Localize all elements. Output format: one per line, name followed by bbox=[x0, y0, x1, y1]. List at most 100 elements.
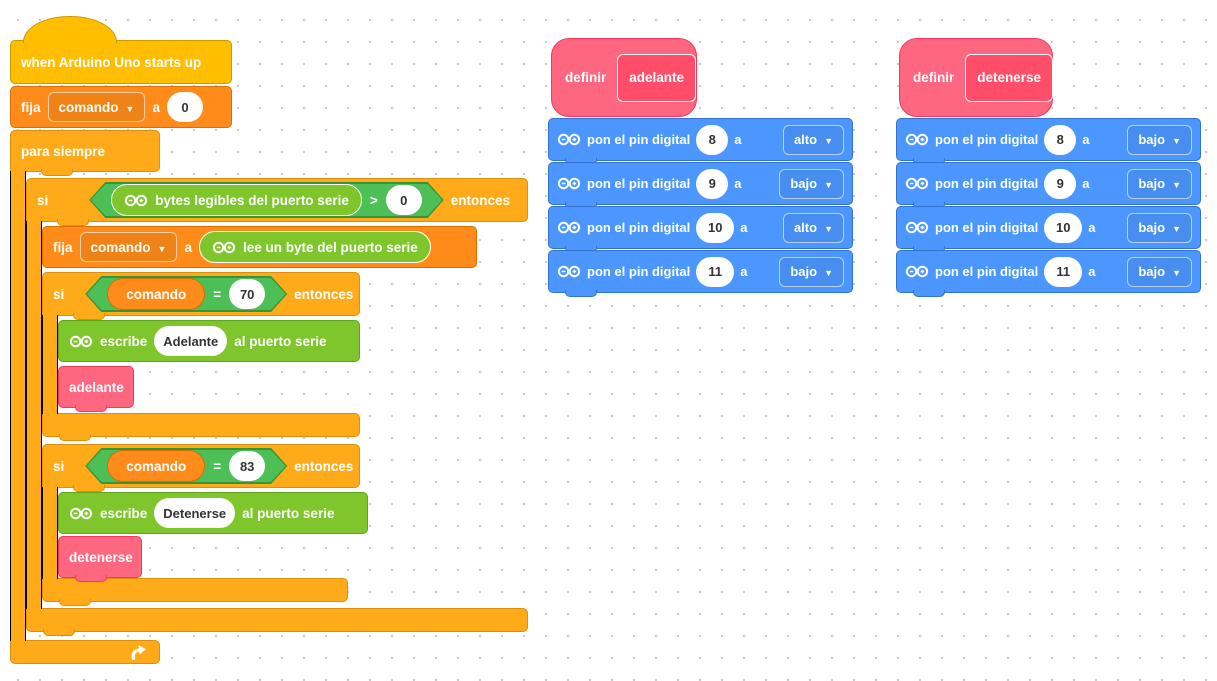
pin-number-field[interactable]: 9 bbox=[696, 168, 729, 199]
pin-state: bajo bbox=[1138, 176, 1166, 191]
pin-number-field[interactable]: 11 bbox=[1044, 256, 1083, 287]
arduino-icon bbox=[905, 221, 929, 234]
define-detenerse-hat[interactable]: definir detenerse bbox=[899, 38, 1054, 117]
set-variable-block-read[interactable]: fija comando a lee un byte del puerto se… bbox=[42, 226, 477, 268]
hat-when-arduino-starts-block[interactable]: when Arduino Uno starts up bbox=[10, 16, 232, 84]
set-digital-pin-block[interactable]: pon el pin digital 9 a bajo bbox=[896, 162, 1201, 209]
call-adelante-block[interactable]: adelante bbox=[58, 366, 134, 412]
if-block-serial-header[interactable]: si bytes legibles del puerto serie > 0 e… bbox=[26, 178, 528, 226]
if-block-serial-spine[interactable] bbox=[26, 221, 42, 609]
pin-number-field[interactable]: 11 bbox=[696, 256, 735, 287]
comparison-value-field[interactable]: 70 bbox=[229, 279, 265, 309]
write-suffix-label: al puerto serie bbox=[242, 505, 335, 521]
pin-state-dropdown[interactable]: bajo bbox=[1127, 124, 1192, 155]
block-bottom-tab bbox=[565, 290, 597, 297]
pin-number-field[interactable]: 9 bbox=[1044, 168, 1077, 199]
set-digital-pin-block[interactable]: pon el pin digital 11 a bajo bbox=[548, 250, 853, 297]
serial-write-stop-block[interactable]: escribe Detenerse al puerto serie bbox=[58, 492, 368, 534]
then-label: entonces bbox=[294, 458, 354, 474]
comparison-value-field[interactable]: 0 bbox=[386, 185, 422, 215]
pin-label: pon el pin digital bbox=[935, 264, 1039, 279]
pin-state-dropdown[interactable]: bajo bbox=[1127, 212, 1192, 243]
operator-symbol: = bbox=[213, 286, 222, 302]
dropdown-caret-icon bbox=[158, 240, 167, 255]
dropdown-caret-icon bbox=[1172, 264, 1181, 279]
set-digital-pin-block[interactable]: pon el pin digital 10 a alto bbox=[548, 206, 853, 253]
to-label: a bbox=[184, 239, 192, 255]
write-text-field[interactable]: Detenerse bbox=[154, 498, 236, 528]
to-label: a bbox=[1088, 264, 1096, 279]
pin-number-field[interactable]: 10 bbox=[696, 212, 735, 243]
prototype-detenerse-block[interactable]: detenerse bbox=[965, 53, 1054, 102]
if-bottom-tab bbox=[59, 599, 91, 606]
arduino-icon bbox=[557, 265, 581, 278]
reporter-label: lee un byte del puerto serie bbox=[242, 239, 418, 255]
prototype-adelante-block[interactable]: adelante bbox=[617, 53, 697, 102]
pin-label: pon el pin digital bbox=[587, 220, 691, 235]
write-text-field[interactable]: Adelante bbox=[154, 326, 228, 356]
arduino-icon bbox=[124, 194, 148, 207]
pin-state: bajo bbox=[790, 176, 818, 191]
to-label: a bbox=[740, 220, 748, 235]
pin-state-dropdown[interactable]: bajo bbox=[779, 168, 844, 199]
pin-state-dropdown[interactable]: alto bbox=[782, 212, 844, 243]
read-serial-byte-reporter[interactable]: lee un byte del puerto serie bbox=[198, 231, 431, 263]
value-field[interactable]: 0 bbox=[166, 92, 203, 122]
set-digital-pin-block[interactable]: pon el pin digital 11 a bajo bbox=[896, 250, 1201, 297]
pin-number-field[interactable]: 8 bbox=[1044, 124, 1077, 155]
pin-state-dropdown[interactable]: bajo bbox=[1127, 256, 1192, 287]
pin-state-dropdown[interactable]: bajo bbox=[1127, 168, 1192, 199]
variable-dropdown[interactable]: comando bbox=[79, 232, 178, 262]
if-block-serial-bottom[interactable] bbox=[26, 608, 528, 636]
dropdown-caret-icon bbox=[126, 100, 135, 115]
set-digital-pin-block[interactable]: pon el pin digital 8 a alto bbox=[548, 118, 853, 165]
greater-than-boolean[interactable]: bytes legibles del puerto serie > 0 bbox=[89, 182, 443, 218]
arduino-icon bbox=[557, 133, 581, 146]
forever-block-header[interactable]: para siempre bbox=[10, 130, 160, 176]
pin-number-field[interactable]: 10 bbox=[1044, 212, 1083, 243]
set-digital-pin-block[interactable]: pon el pin digital 8 a bajo bbox=[896, 118, 1201, 165]
equals-boolean[interactable]: comando = 70 bbox=[85, 276, 287, 312]
variable-dropdown[interactable]: comando bbox=[47, 92, 146, 122]
forever-label: para siempre bbox=[21, 143, 106, 159]
block-bottom-tab bbox=[913, 290, 945, 297]
forever-inner-tab bbox=[41, 169, 73, 176]
forever-block-bottom[interactable] bbox=[10, 640, 160, 664]
comparison-value-field[interactable]: 83 bbox=[229, 451, 265, 481]
pin-state: bajo bbox=[1138, 220, 1166, 235]
if-block-forward-bottom[interactable] bbox=[42, 413, 360, 441]
to-label: a bbox=[740, 264, 748, 279]
if-inner-tab bbox=[57, 219, 89, 226]
define-adelante-hat[interactable]: definir adelante bbox=[551, 38, 697, 117]
set-variable-block-init[interactable]: fija comando a 0 bbox=[10, 86, 232, 128]
call-detenerse-block[interactable]: detenerse bbox=[58, 536, 142, 582]
variable-reporter-comando[interactable]: comando bbox=[107, 278, 205, 310]
pin-label: pon el pin digital bbox=[935, 176, 1039, 191]
arduino-icon bbox=[69, 335, 93, 348]
if-block-forward-spine[interactable] bbox=[42, 315, 58, 414]
pin-state: alto bbox=[793, 220, 818, 235]
if-block-stop-spine[interactable] bbox=[42, 487, 58, 579]
pin-state-dropdown[interactable]: bajo bbox=[779, 256, 844, 287]
set-digital-pin-block[interactable]: pon el pin digital 9 a bajo bbox=[548, 162, 853, 209]
hat-label: when Arduino Uno starts up bbox=[21, 54, 202, 70]
if-block-forward-header[interactable]: si comando = 70 entonces bbox=[42, 272, 360, 320]
equals-boolean[interactable]: comando = 83 bbox=[85, 448, 287, 484]
arduino-icon bbox=[69, 507, 93, 520]
if-inner-tab bbox=[73, 485, 105, 492]
arduino-icon bbox=[557, 221, 581, 234]
serial-write-forward-block[interactable]: escribe Adelante al puerto serie bbox=[58, 320, 360, 362]
prototype-name: adelante bbox=[629, 70, 685, 85]
forever-block-spine[interactable] bbox=[10, 171, 26, 641]
set-digital-pin-block[interactable]: pon el pin digital 10 a bajo bbox=[896, 206, 1201, 253]
if-label: si bbox=[37, 192, 49, 208]
if-block-stop-bottom[interactable] bbox=[42, 578, 348, 606]
variable-reporter-comando[interactable]: comando bbox=[107, 450, 205, 482]
serial-bytes-reporter[interactable]: bytes legibles del puerto serie bbox=[111, 184, 362, 216]
if-label: si bbox=[53, 286, 65, 302]
if-block-stop-header[interactable]: si comando = 83 entonces bbox=[42, 444, 360, 492]
pin-number-field[interactable]: 8 bbox=[696, 124, 729, 155]
arduino-icon bbox=[557, 177, 581, 190]
pin-state-dropdown[interactable]: alto bbox=[782, 124, 844, 155]
